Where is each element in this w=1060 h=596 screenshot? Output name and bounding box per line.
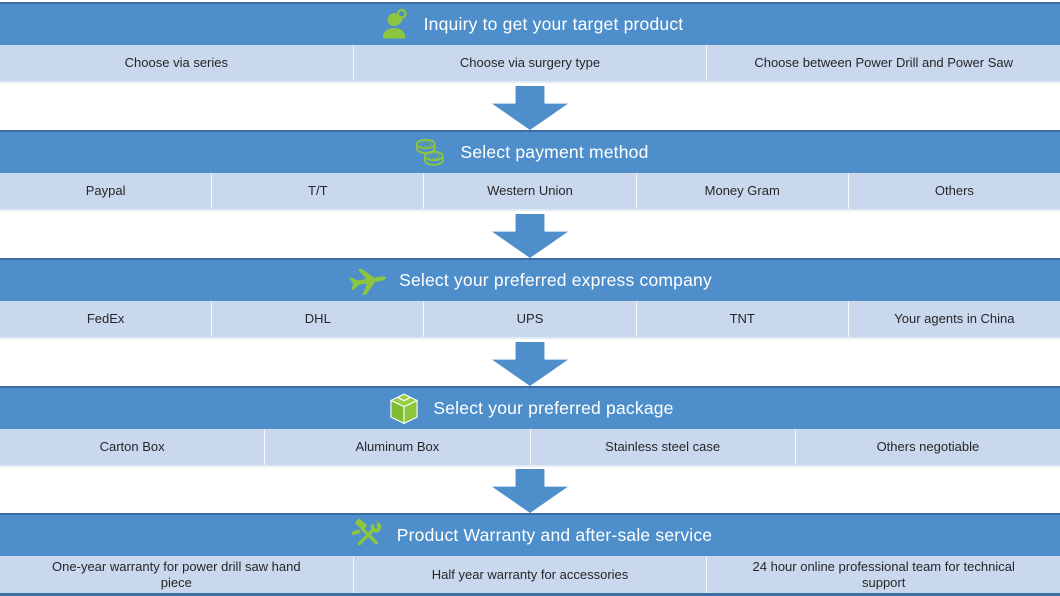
option-cell: Money Gram	[635, 173, 848, 209]
option-cell: Others negotiable	[794, 429, 1060, 465]
tools-icon	[348, 518, 386, 553]
airplane-icon	[348, 263, 388, 299]
step-title: Select your preferred package	[433, 398, 674, 418]
flow-step-warranty: Product Warranty and after-sale service …	[0, 513, 1060, 596]
option-cell: TNT	[635, 301, 848, 337]
flow-step-package: Select your preferred package Carton Box…	[0, 386, 1060, 467]
down-arrow-icon	[492, 214, 568, 258]
options-row: One-year warranty for power drill saw ha…	[0, 556, 1060, 593]
support-agent-icon	[377, 7, 413, 43]
package-icon	[386, 391, 422, 427]
step-title: Select your preferred express company	[399, 270, 712, 290]
option-cell: UPS	[423, 301, 635, 337]
step-header: Select your preferred package	[0, 388, 1060, 429]
step-header: Inquiry to get your target product	[0, 4, 1060, 45]
flow-step-express: Select your preferred express company Fe…	[0, 258, 1060, 339]
flow-step-inquiry: Inquiry to get your target product Choos…	[0, 2, 1060, 83]
option-cell: Carton Box	[99, 439, 165, 455]
down-arrow-icon	[492, 342, 568, 386]
option-cell: Half year warranty for accessories	[352, 556, 707, 593]
option-cell: Choose via surgery type	[352, 45, 707, 81]
step-title: Product Warranty and after-sale service	[396, 525, 713, 545]
options-row: FedEx DHL UPS TNT Your agents in China	[0, 301, 1060, 339]
step-header: Product Warranty and after-sale service	[0, 515, 1060, 556]
down-arrow-icon	[492, 469, 568, 513]
step-title: Inquiry to get your target product	[423, 14, 684, 34]
flow-step-payment: Select payment method Paypal T/T Western…	[0, 130, 1060, 211]
option-cell: Your agents in China	[847, 301, 1060, 337]
option-cell: Paypal	[85, 183, 126, 199]
flow-connector	[0, 211, 1060, 258]
option-cell: One-year warranty for power drill saw ha…	[52, 558, 301, 590]
step-header: Select payment method	[0, 132, 1060, 173]
option-cell: 24 hour online professional team for tec…	[706, 556, 1060, 593]
flow-connector	[0, 467, 1060, 513]
flow-connector	[0, 83, 1060, 130]
options-row: Choose via series Choose via surgery typ…	[0, 45, 1060, 83]
options-row: Carton Box Aluminum Box Stainless steel …	[0, 429, 1060, 467]
option-cell: Western Union	[423, 173, 635, 209]
option-cell: Aluminum Box	[264, 429, 529, 465]
option-cell: T/T	[211, 173, 423, 209]
down-arrow-icon	[492, 86, 568, 130]
option-cell: Choose between Power Drill and Power Saw	[706, 45, 1060, 81]
flow-connector	[0, 339, 1060, 386]
step-header: Select your preferred express company	[0, 260, 1060, 301]
options-row: Paypal T/T Western Union Money Gram Othe…	[0, 173, 1060, 211]
coins-icon	[411, 136, 449, 170]
option-cell: DHL	[211, 301, 423, 337]
option-cell: Stainless steel case	[529, 429, 795, 465]
option-cell: FedEx	[86, 311, 125, 327]
option-cell: Others	[847, 173, 1060, 209]
option-cell: Choose via series	[124, 55, 228, 71]
step-title: Select payment method	[460, 142, 649, 162]
